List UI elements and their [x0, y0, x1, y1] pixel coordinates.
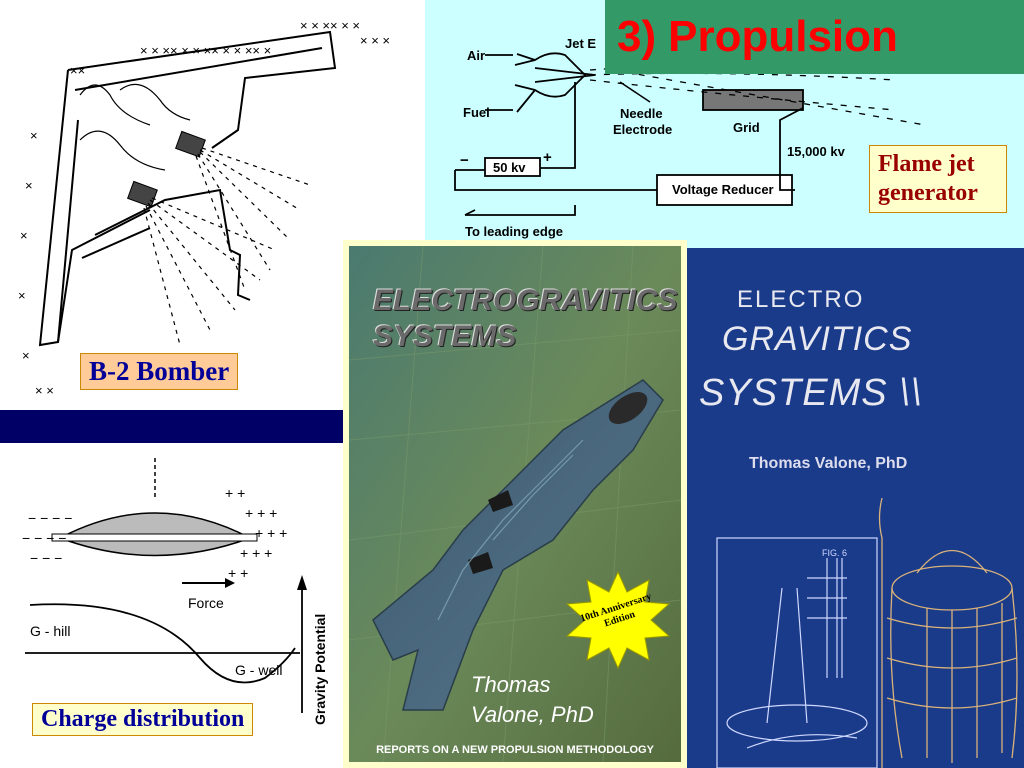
svg-text:××: ×× [70, 63, 85, 78]
charge-label-well: G - well [235, 662, 282, 678]
svg-text:× × ×× × × ×× × × ×× ×: × × ×× × × ×× × × ×× × [140, 43, 271, 58]
svg-text:+: + [543, 149, 552, 166]
book2-line2: GRAVITICS [722, 320, 913, 358]
svg-text:×: × [30, 128, 38, 143]
flame-label-50kv: 50 kv [493, 160, 526, 175]
svg-text:×: × [22, 348, 30, 363]
flame-label-air: Air [467, 48, 485, 63]
svg-text:×: × [20, 228, 28, 243]
svg-text:+ + +: + + + [245, 505, 277, 521]
charge-label-force: Force [188, 595, 224, 611]
flame-label-reducer: Voltage Reducer [672, 182, 774, 197]
slide-title: 3) Propulsion [605, 0, 1024, 74]
book-cover-electrogravitics-2: ELECTRO GRAVITICS SYSTEMS \\ Thomas Valo… [687, 248, 1024, 768]
b2-bomber-sketch: × × ×× × × ×× × × ×× × × × ×× × × × × × … [0, 0, 425, 410]
book1-title-line2: SYSTEMS [373, 320, 517, 353]
book-cover-1-art [348, 245, 682, 763]
svg-text:×: × [18, 288, 26, 303]
book1-footer: REPORTS ON A NEW PROPULSION METHODOLOGY [376, 744, 654, 756]
charge-distribution-label: Charge distribution [32, 703, 254, 736]
b2-bomber-drawing: × × ×× × × ×× × × ×× × × × ×× × × × × × … [18, 18, 390, 398]
flame-label-leading-edge: To leading edge [465, 224, 563, 239]
book2-line1: ELECTRO [737, 286, 865, 313]
book2-patent-drawings: FIG. 6 [716, 497, 1018, 768]
charge-distribution-sketch: − − − −− − − −− − − + ++ + ++ + + + + ++… [0, 443, 345, 768]
svg-text:− − −: − − − [30, 550, 62, 566]
slide-title-number: 3) [617, 12, 657, 61]
svg-text:× ×: × × [35, 383, 54, 398]
flame-label-grid: Grid [733, 120, 760, 135]
book2-author: Thomas Valone, PhD [749, 455, 908, 472]
flame-label-jet: Jet E [565, 36, 596, 51]
svg-text:× × ×: × × × [360, 33, 390, 48]
svg-text:−: − [460, 152, 469, 169]
book1-author-line1: Thomas [471, 672, 551, 697]
flame-jet-label: Flame jet generator [869, 145, 1007, 213]
svg-text:− − − −: − − − − [22, 530, 66, 546]
svg-text:− − − −: − − − − [28, 510, 72, 526]
svg-text:+ + +: + + + [255, 525, 287, 541]
book1-author-line2: Valone, PhD [471, 702, 594, 727]
book2-line3: SYSTEMS \\ [699, 372, 923, 414]
flame-label-needle-2: Electrode [613, 122, 672, 137]
flame-label-fuel: Fuel [463, 105, 490, 120]
svg-text:× × ×× × ×: × × ×× × × [300, 18, 360, 33]
svg-text:×: × [25, 178, 33, 193]
charge-label-hill: G - hill [30, 623, 70, 639]
b2-bomber-label: B-2 Bomber [80, 353, 239, 390]
flame-label-needle-1: Needle [620, 106, 663, 121]
anniversary-starburst [565, 570, 671, 670]
book2-fig-label: FIG. 6 [822, 548, 847, 558]
slide-title-text: Propulsion [668, 12, 898, 61]
charge-distribution-drawing: − − − −− − − −− − − + ++ + ++ + + + + ++… [22, 458, 328, 725]
charge-label-potential: Gravity Potential [312, 614, 328, 725]
svg-text:+ +: + + [228, 565, 248, 581]
svg-text:+ + +: + + + [240, 545, 272, 561]
flame-label-15000kv: 15,000 kv [787, 144, 846, 159]
book-cover-electrogravitics: ELECTROGRAVITICS SYSTEMS 10th Anniversar… [343, 240, 687, 768]
svg-text:+ +: + + [225, 485, 245, 501]
book1-title-line1: ELECTROGRAVITICS [373, 284, 678, 317]
